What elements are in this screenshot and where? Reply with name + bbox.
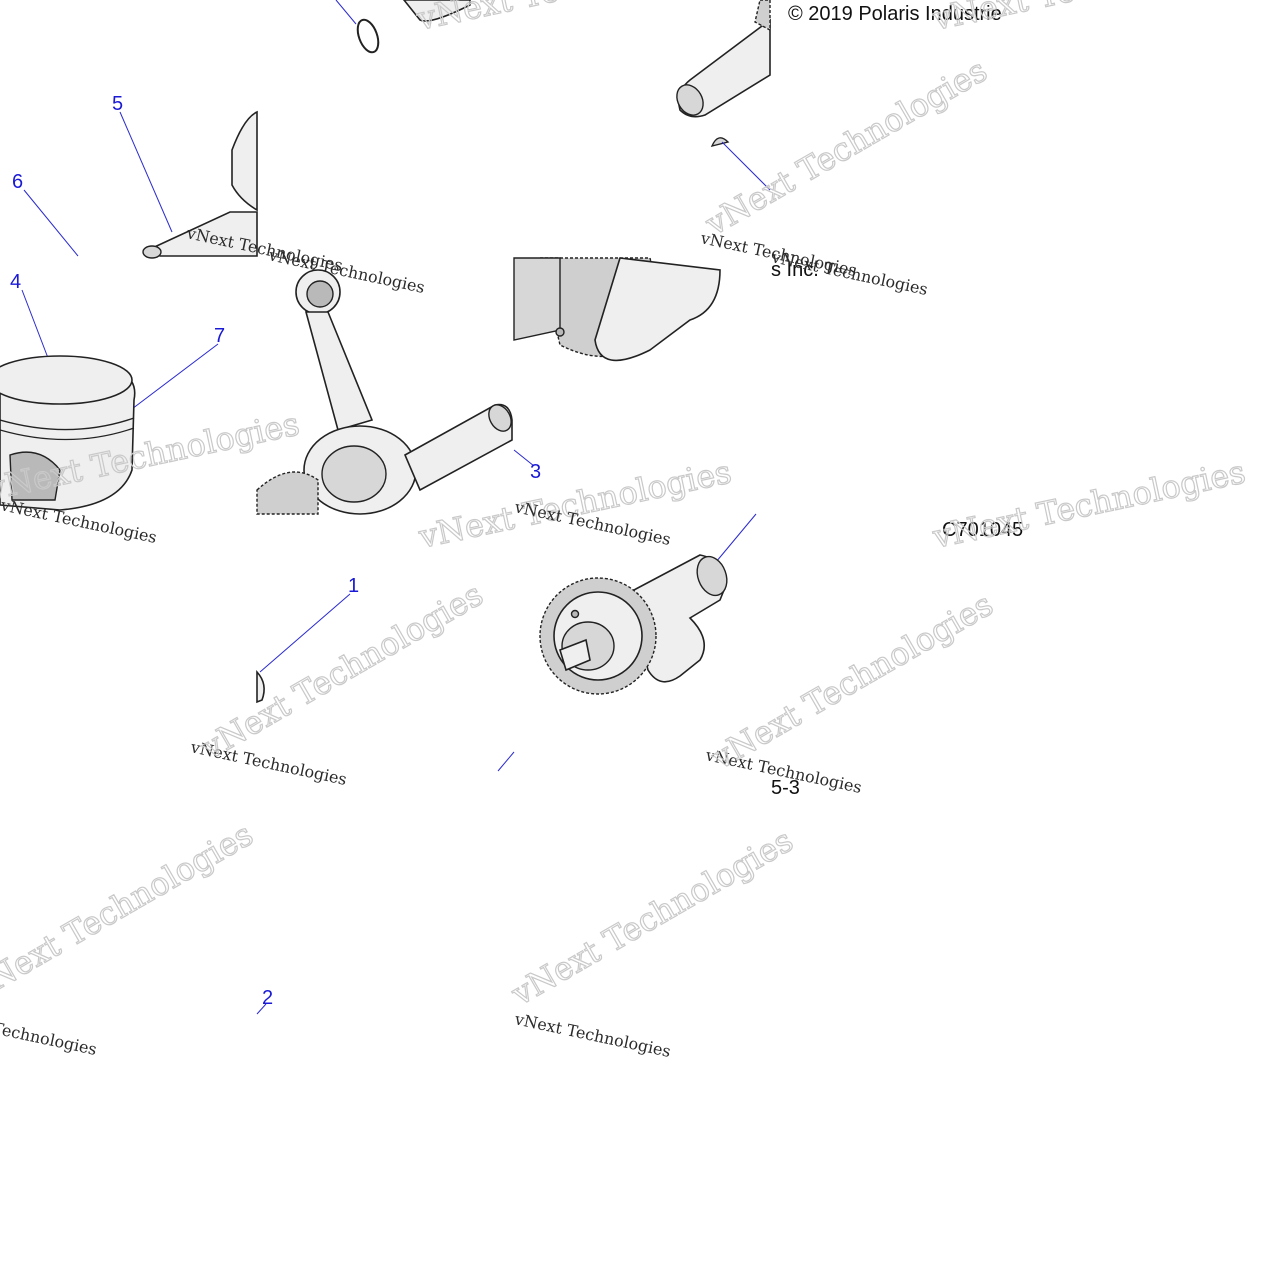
piston-pin [142,211,258,259]
connecting-rod [295,269,417,515]
tile-piston-pin: 5 6 vNext Technologies [12,93,345,275]
callout-3: 3 [530,461,541,483]
watermark-ghost: vNext Technologies [929,453,1249,556]
callout-5: 5 [112,93,123,115]
callout-2: 2 [262,987,273,1009]
crankshaft-journal [256,403,513,515]
figure-code: C701045 [942,519,1023,541]
tile-lower-center: vNext Technologies vNext Technologies [504,820,800,1061]
tile-callout-2: 2 [256,987,273,1015]
fragment-code: 5-3 [771,777,800,799]
watermark-script: vNext Technologies [266,245,426,297]
copyright-tail-text: s Inc. [771,259,819,281]
tile-connecting-rod [256,269,513,515]
callout-4: 4 [10,271,21,293]
callout-6: 6 [12,171,23,193]
callout-1: 1 [348,575,359,597]
piston [0,355,136,511]
watermark-ghost: vNext Technologies [929,0,1249,38]
tile-crank-web: 3 vNext Technologies vNext Technologies [414,257,735,557]
tile-copyright: © 2019 Polaris Industrie vNext Technolog… [788,0,1249,39]
watermark-script: vNext Technologies [0,1007,99,1059]
tile-callout-1: 1 vNext Technologies vNext Technologies [188,574,490,788]
crank-web [513,257,721,362]
tile-lower-left: vNext Technologies vNext Technologies [0,814,260,1059]
tile-shaft-end: vNext Technologies vNext Technologies [676,0,994,280]
tile-balance-shaft: vNext Technologies vNext Technologies [497,513,1000,797]
watermark-ghost: vNext Technologies [194,575,489,767]
watermark-ghost: vNext Technologies [0,815,259,1007]
copyright-text: © 2019 Polaris Industrie [788,3,1002,25]
watermark-ghost: vNext Technologies [413,0,733,38]
watermark-ghost: vNext Technologies [415,453,735,556]
woodruff-key [710,137,730,148]
snap-ring [356,18,380,54]
watermark-script: vNext Technologies [512,1009,672,1061]
tile-upper-center: vNext Technologies vNext Technologies [266,0,733,297]
watermark-ghost: vNext Technologies [504,821,799,1013]
tile-figure-code: C701045 vNext Technologies [928,452,1249,557]
watermark-ghost: vNext Technologies [704,585,999,777]
balance-shaft [539,554,728,695]
tile-copyright-tail: s Inc. vNext Technologies [769,247,929,299]
tile-fragment-code: 5-3 [771,777,800,799]
callout-7: 7 [214,325,225,347]
